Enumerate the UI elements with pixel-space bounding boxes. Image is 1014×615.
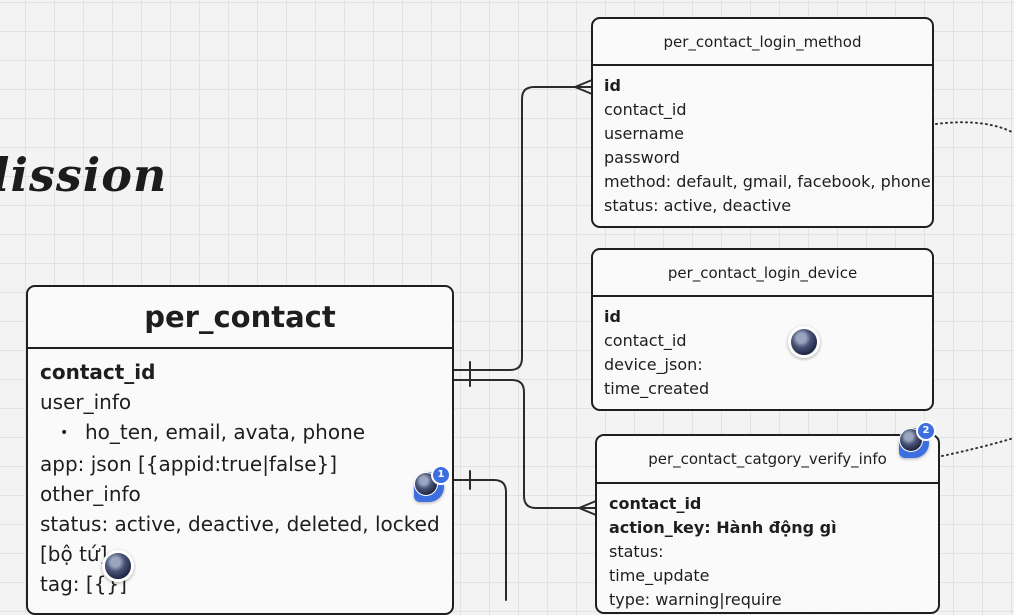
field-contact-id: contact_id xyxy=(604,331,687,350)
field-app: app: json [{appid:true|false}] xyxy=(40,451,338,476)
many-marker xyxy=(578,500,597,516)
frame-title: lission xyxy=(0,148,168,202)
table-header: per_contact xyxy=(28,287,452,349)
field-other-info: other_info xyxy=(40,481,141,506)
field-device-json: device_json: xyxy=(604,355,703,374)
field-time-created: time_created xyxy=(604,379,710,398)
field-tag: tag: [{}] xyxy=(40,572,127,597)
dotted-connector-method xyxy=(935,121,1014,134)
field-user-info-detail: ho_ten, email, avata, phone xyxy=(40,417,442,448)
table-per-contact-catgory-verify-info[interactable]: per_contact_catgory_verify_info contact_… xyxy=(595,434,940,614)
field-contact-id: contact_id xyxy=(609,494,702,513)
field-id: id xyxy=(604,307,621,326)
connector-contact-down xyxy=(453,479,507,601)
dotted-connector-verify xyxy=(941,437,1014,457)
table-per-contact-login-device[interactable]: per_contact_login_device id contact_id d… xyxy=(591,248,934,411)
field-time-update: time_update xyxy=(609,566,710,585)
relationship-connectors xyxy=(453,79,1014,601)
comment-count-badge: 2 xyxy=(916,421,936,441)
many-marker xyxy=(574,79,593,95)
comment-pin[interactable]: 1 xyxy=(414,465,451,502)
collaborator-avatar[interactable] xyxy=(788,326,820,358)
table-header: per_contact_catgory_verify_info xyxy=(597,436,938,484)
field-id: id xyxy=(604,76,621,95)
field-contact-id: contact_id xyxy=(40,360,156,384)
field-status: status: active, deactive xyxy=(604,196,792,215)
field-type: type: warning|require xyxy=(609,590,782,609)
table-header: per_contact_login_device xyxy=(593,250,932,297)
field-status: status: xyxy=(609,542,664,561)
collaborator-avatar[interactable] xyxy=(102,550,134,582)
field-user-info: user_info xyxy=(40,390,132,415)
field-password: password xyxy=(604,148,680,167)
table-per-contact[interactable]: per_contact contact_id user_info ho_ten,… xyxy=(26,285,454,615)
field-username: username xyxy=(604,124,684,143)
table-header: per_contact_login_method xyxy=(593,19,932,66)
field-contact-id: contact_id xyxy=(604,100,687,119)
field-action-key: action_key: Hành động gì xyxy=(609,518,837,537)
comment-count-badge: 1 xyxy=(431,465,451,485)
field-method: method: default, gmail, facebook, phone xyxy=(604,172,931,191)
table-per-contact-login-method[interactable]: per_contact_login_method id contact_id u… xyxy=(591,17,934,228)
connector-contact-verify xyxy=(453,379,597,509)
comment-pin[interactable]: 2 xyxy=(899,421,936,458)
connector-contact-login-method xyxy=(453,86,593,371)
field-status: status: active, deactive, deleted, locke… xyxy=(40,512,440,537)
field-bo-tu: [bộ tứ] xyxy=(40,542,108,567)
